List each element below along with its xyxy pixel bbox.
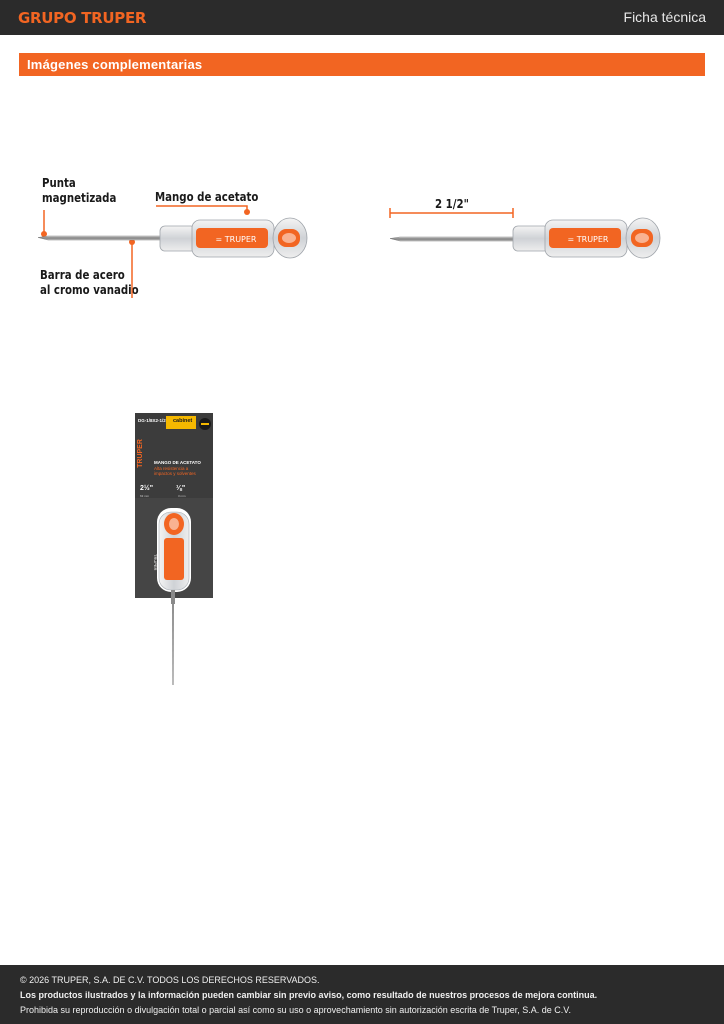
package-desc-line2: impactos y solventes bbox=[154, 471, 196, 476]
product-package-image bbox=[135, 413, 213, 685]
footer-copyright: © 2026 TRUPER, S.A. DE C.V. TODOS LOS DE… bbox=[20, 975, 320, 985]
callout-acetate-handle: Mango de acetato bbox=[155, 190, 259, 204]
package-length-mm: 63 mm bbox=[140, 494, 150, 498]
package-tag: cabinet bbox=[173, 418, 193, 424]
callout-bar-line1: Barra de acero bbox=[40, 268, 125, 282]
brand-logo[interactable]: GRUPO TRUPER bbox=[18, 9, 147, 27]
package-code: DG-1/8X2-1/2 bbox=[138, 418, 166, 423]
callout-tip-line2: magnetizada bbox=[42, 191, 117, 205]
dimension-label: 2 1/2" bbox=[435, 197, 469, 211]
footer-notice: Los productos ilustrados y la informació… bbox=[20, 990, 598, 1000]
callout-tip-line1: Punta bbox=[42, 176, 76, 190]
handle-logo-text-1: = TRUPER bbox=[216, 235, 257, 244]
screwdriver-dimension-image: = TRUPER bbox=[389, 208, 661, 259]
package-length: 2½" bbox=[140, 485, 154, 492]
handle-logo-text-2: = TRUPER bbox=[568, 235, 609, 244]
section-title: Imágenes complementarias bbox=[27, 57, 203, 72]
section-header: Imágenes complementarias bbox=[19, 53, 705, 76]
package-description: Alta resistencia a impactos y solventes bbox=[154, 466, 196, 476]
callout-bar-line2: al cromo vanadio bbox=[40, 283, 139, 297]
footer-legal: Prohibida su reproducción o divulgación … bbox=[20, 1005, 571, 1015]
footer: © 2026 TRUPER, S.A. DE C.V. TODOS LOS DE… bbox=[0, 965, 724, 1024]
document-type-label: Ficha técnica bbox=[623, 9, 706, 25]
package-tip-size: ⅛" bbox=[176, 485, 186, 492]
callout-magnetized-tip: Punta magnetizada bbox=[42, 176, 116, 206]
screwdriver-annotated-image: = TRUPER bbox=[37, 205, 308, 298]
header-bar: GRUPO TRUPER Ficha técnica bbox=[0, 0, 724, 35]
package-desc-line1: Alta resistencia a bbox=[154, 466, 189, 471]
package-handle-logo: TRUPER bbox=[153, 554, 158, 571]
package-brand-vertical: TRUPER bbox=[136, 439, 144, 468]
package-headline: MANGO DE ACETATO bbox=[154, 460, 201, 465]
package-tip-mm: 3 mm bbox=[178, 494, 186, 498]
callout-chrome-vanadium-bar: Barra de acero al cromo vanadio bbox=[40, 268, 139, 298]
